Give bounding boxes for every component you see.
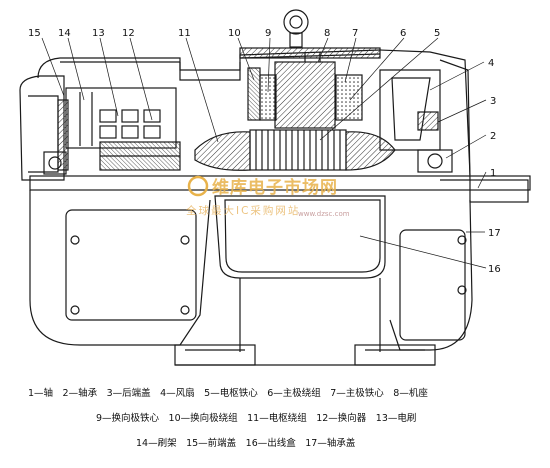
- armature-core: [249, 129, 347, 171]
- lower-body: [29, 190, 473, 351]
- label-1: 1: [490, 168, 496, 179]
- label-10: 10: [228, 28, 241, 39]
- bearing: [43, 149, 453, 175]
- label-8: 8: [324, 28, 330, 39]
- watermark: 维库电子市场网 全球最大IC采购网站 www.dzsc.com: [186, 175, 350, 218]
- label-3: 3: [490, 96, 496, 107]
- rear-end-cover: [417, 59, 471, 181]
- label-17: 17: [488, 228, 501, 239]
- label-9: 9: [265, 28, 271, 39]
- label-4: 4: [488, 58, 494, 69]
- label-11: 11: [178, 28, 191, 39]
- watermark-logo-icon: [187, 175, 209, 197]
- label-12: 12: [122, 28, 135, 39]
- shaft: [29, 175, 531, 203]
- label-14: 14: [58, 28, 71, 39]
- terminal-box: [214, 195, 386, 352]
- watermark-url: www.dzsc.com: [298, 210, 350, 218]
- legend-row-3: 14—刷架 15—前端盖 16—出线盒 17—轴承盖: [136, 437, 356, 449]
- watermark-brand: 维库电子市场网: [212, 177, 338, 198]
- base-feet: [174, 344, 436, 366]
- label-5: 5: [434, 28, 440, 39]
- label-15: 15: [28, 28, 41, 39]
- brush-holder: [65, 87, 177, 149]
- armature-winding: [194, 131, 396, 171]
- label-16: 16: [488, 264, 501, 275]
- fan: [379, 69, 441, 151]
- label-7: 7: [352, 28, 358, 39]
- label-2: 2: [490, 131, 496, 142]
- part-numbers: 15 14 13 12 11 10 9 8 7 6 5 4 3 2 1 17 1…: [28, 28, 501, 275]
- commutating-pole: [247, 67, 261, 121]
- leader-lines: [41, 37, 487, 269]
- legend-row-2: 9—换向极铁心 10—换向极绕组 11—电枢绕组 12—换向器 13—电刷: [96, 412, 416, 424]
- label-6: 6: [400, 28, 406, 39]
- label-13: 13: [92, 28, 105, 39]
- front-end-cover: [19, 75, 69, 181]
- commutator: [99, 141, 181, 171]
- main-pole: [259, 52, 363, 129]
- legend-row-1: 1—轴 2—轴承 3—后端盖 4—风扇 5—电枢铁心 6—主极绕组 7—主极铁心…: [28, 387, 428, 399]
- legend: 1—轴 2—轴承 3—后端盖 4—风扇 5—电枢铁心 6—主极绕组 7—主极铁心…: [28, 387, 428, 449]
- watermark-slogan: 全球最大IC采购网站: [186, 204, 300, 217]
- lifting-eye: [283, 9, 309, 48]
